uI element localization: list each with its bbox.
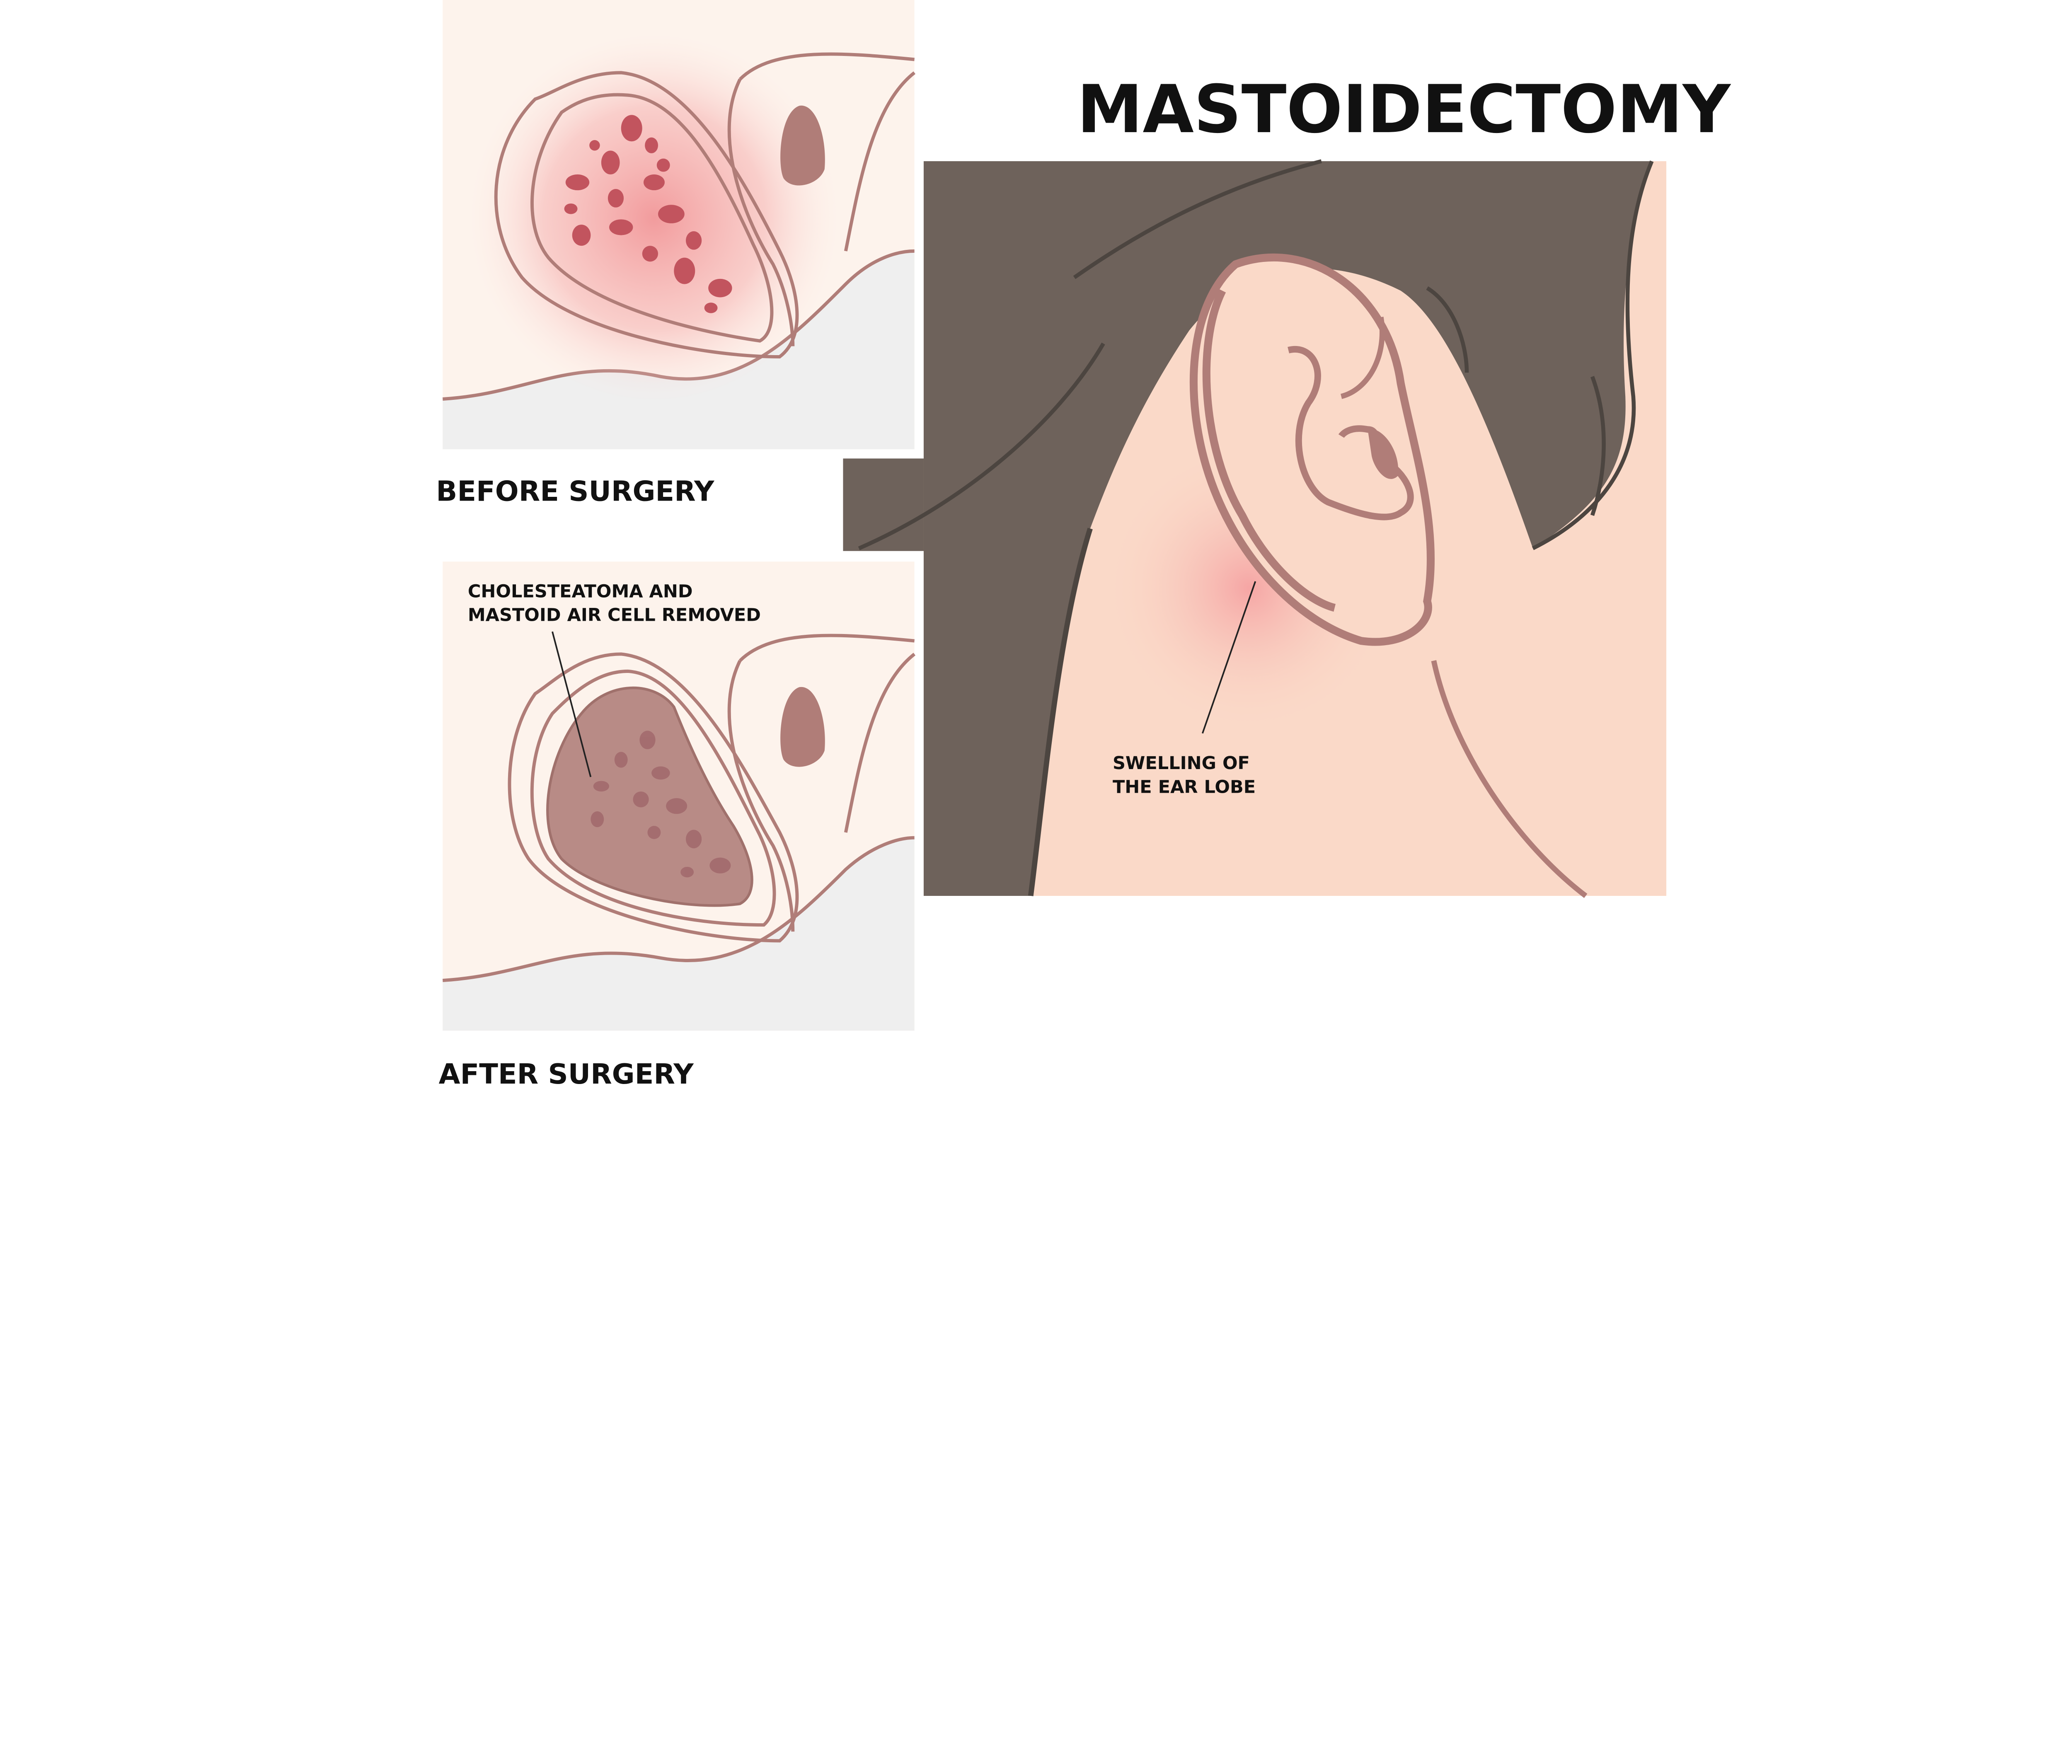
annotation-pointer [552,631,592,777]
diagram-title: MASTOIDECTOMY [1077,71,1731,148]
before-surgery-label: BEFORE SURGERY [436,475,715,508]
swelling-annotation-line2: THE EAR LOBE [1113,777,1256,797]
after-surgery-panel [442,561,916,1031]
removed-air-cells [591,731,731,878]
mastoidectomy-diagram: MASTOIDECTOMY BEFORE SURGERY [436,0,1731,1090]
mastoid-outline [530,93,774,343]
after-surgery-label: AFTER SURGERY [439,1058,695,1090]
hair [923,161,1652,896]
mastoid-air-cells [564,115,732,313]
before-surgery-panel [442,0,916,450]
mastoid-cavity [546,686,753,907]
removed-annotation-line2: MASTOID AIR CELL REMOVED [468,605,761,626]
inflammation-glow [469,33,839,403]
ear-canal [780,105,825,186]
removed-annotation-line1: CHOLESTEATOMA AND [468,581,693,602]
swelling-pointer [1201,581,1256,734]
swelling-annotation-line1: SWELLING OF [1113,753,1250,774]
ear-illustration-panel [843,159,1667,898]
